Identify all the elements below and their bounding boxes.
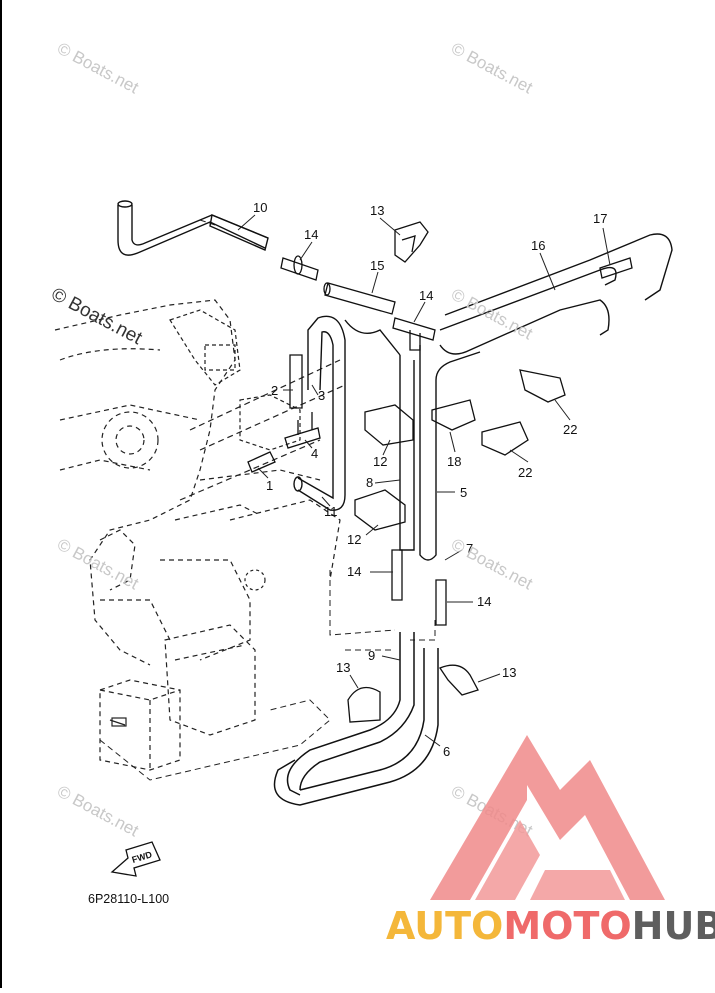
hose-8 xyxy=(344,319,415,551)
callout-17: 14 xyxy=(419,288,433,303)
callout-14-right: 14 xyxy=(477,594,491,609)
clamp-21-22 xyxy=(431,369,566,456)
clip-15 xyxy=(394,221,429,263)
callout-14-left: 14 xyxy=(347,564,361,579)
joint-16 xyxy=(280,255,319,281)
engine-block-outline xyxy=(54,299,346,666)
watermark-low-left: © Boats.net xyxy=(54,535,142,594)
callout-19: 16 xyxy=(531,238,545,253)
callout-6: 6 xyxy=(443,744,450,759)
callout-1: 1 xyxy=(266,478,273,493)
forward-arrow-icon: FWD xyxy=(110,841,161,877)
callout-12-lower: 12 xyxy=(347,532,361,547)
holder-12 xyxy=(354,404,414,531)
joint-4 xyxy=(284,412,321,449)
callout-leaders xyxy=(237,214,611,747)
watermark-top-left: © Boats.net xyxy=(54,39,142,98)
hose-18 xyxy=(323,282,396,315)
logo-text-hub: HUB xyxy=(632,904,715,948)
callout-16: 14 xyxy=(304,227,318,242)
logo-triangle-icon xyxy=(430,735,665,900)
watermark-mid-left: © Boats.net xyxy=(48,284,146,350)
hose-2 xyxy=(289,354,303,409)
callout-15: 13 xyxy=(370,203,384,218)
hose-1 xyxy=(247,451,276,473)
callout-20: 17 xyxy=(593,211,607,226)
diagram-code: 6P28110-L100 xyxy=(88,892,169,906)
hose-5 xyxy=(419,345,481,561)
logo-text-moto: MOTO xyxy=(503,904,631,948)
watermark-top-right: © Boats.net xyxy=(448,39,536,98)
watermark-bottom-left: © Boats.net xyxy=(54,782,142,841)
callout-3: 3 xyxy=(318,388,325,403)
callout-22-lower: 22 xyxy=(518,465,532,480)
callout-7: 7 xyxy=(466,541,473,556)
watermark-low-right: © Boats.net xyxy=(448,535,536,594)
callout-12-upper: 12 xyxy=(373,454,387,469)
hose-10 xyxy=(117,200,269,256)
callout-5: 5 xyxy=(460,485,467,500)
callout-22-upper: 22 xyxy=(563,422,577,437)
leader-lines-dashed xyxy=(99,219,436,781)
callout-21: 18 xyxy=(447,454,461,469)
callout-8: 8 xyxy=(366,475,373,490)
automotohub-logo: AUTOMOTOHUB xyxy=(386,735,715,948)
callout-10: 10 xyxy=(253,200,267,215)
callout-4: 4 xyxy=(311,446,318,461)
watermarks: © Boats.net © Boats.net © Boats.net © Bo… xyxy=(48,39,536,841)
watermark-mid-right: © Boats.net xyxy=(448,285,536,344)
callout-11: 11 xyxy=(324,504,338,519)
hose-20 xyxy=(599,257,633,279)
hose-6-9 xyxy=(273,632,439,806)
grommets-13 xyxy=(347,664,479,723)
callout-13-left: 13 xyxy=(336,660,350,675)
callout-labels: 10 14 13 15 14 16 17 2 3 4 1 11 12 8 12 … xyxy=(253,200,607,759)
callout-13-right: 13 xyxy=(502,665,516,680)
logo-text-auto: AUTO xyxy=(386,904,503,948)
callout-9: 9 xyxy=(368,648,375,663)
bolts-14 xyxy=(391,549,447,626)
tee-17 xyxy=(392,317,436,351)
hose-11 xyxy=(293,315,346,511)
filter-housing xyxy=(99,624,256,771)
callout-2: 2 xyxy=(271,383,278,398)
logo-text: AUTOMOTOHUB xyxy=(386,904,715,948)
callout-18: 15 xyxy=(370,258,384,273)
